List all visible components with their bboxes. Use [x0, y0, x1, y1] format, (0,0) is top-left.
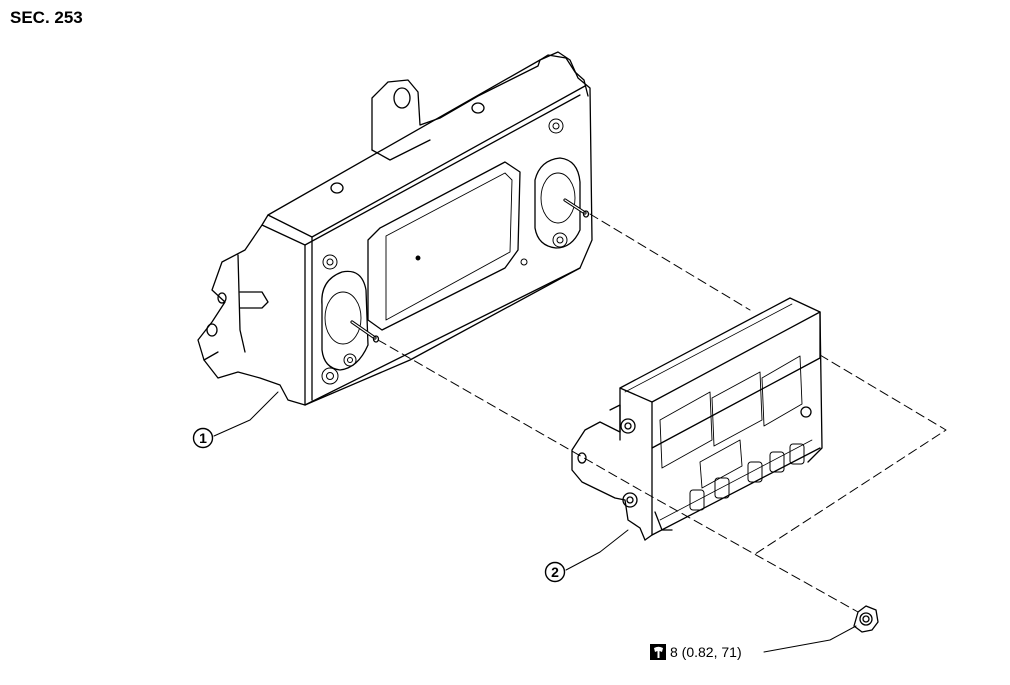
control-module	[571, 297, 823, 541]
mounting-bracket	[197, 51, 593, 406]
callout-part-2-number: 2	[551, 564, 559, 580]
torque-wrench-icon	[650, 644, 666, 660]
callout-part-1-number: 1	[199, 430, 207, 446]
callout-circle-1	[192, 427, 214, 449]
alignment-lines	[377, 213, 947, 613]
callout-part-2: 2	[545, 562, 565, 582]
callout-part-1: 1	[193, 428, 213, 448]
callout-circle-2	[544, 561, 566, 583]
hex-nut	[853, 605, 879, 633]
leader-lines	[213, 391, 857, 653]
section-label: SEC. 253	[10, 8, 83, 27]
torque-spec: 8 (0.82, 71)	[650, 642, 742, 662]
torque-value: 8 (0.82, 71)	[670, 644, 742, 660]
